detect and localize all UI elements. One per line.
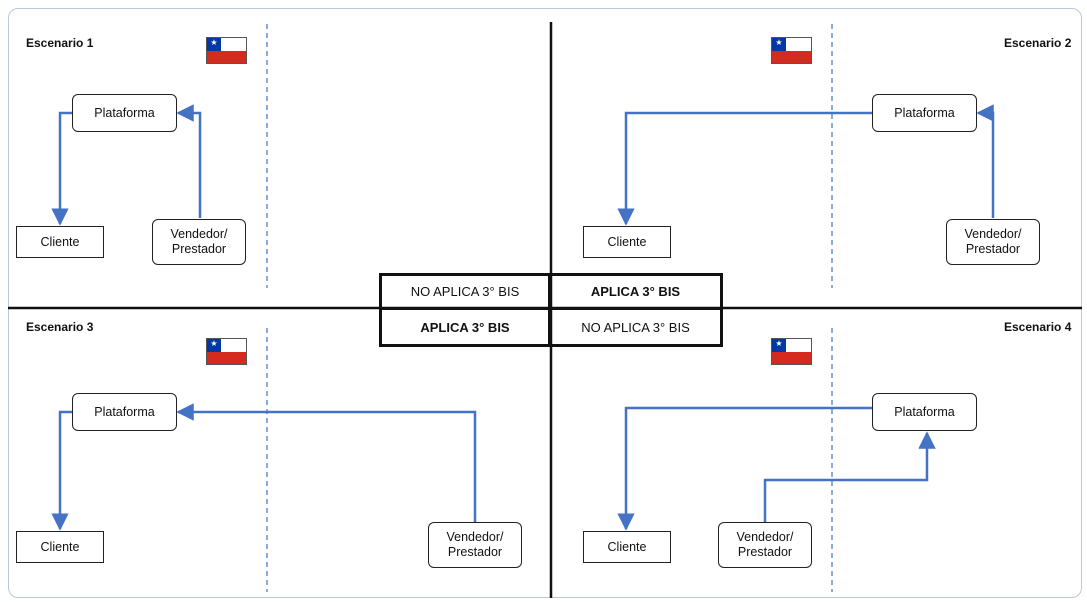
diagram-frame xyxy=(8,8,1082,598)
cell-top-left: NO APLICA 3° BIS xyxy=(382,276,551,310)
scenario-1-title: Escenario 1 xyxy=(26,36,94,50)
arrow-plataforma-to-cliente-1 xyxy=(51,111,72,226)
cell-bottom-left: APLICA 3° BIS xyxy=(382,310,551,344)
cliente-box-2: Cliente xyxy=(583,226,671,258)
plataforma-box-1: Plataforma xyxy=(72,94,177,132)
vendedor-box-1: Vendedor/ Prestador xyxy=(152,219,246,265)
arrow-plataforma-to-cliente-4 xyxy=(617,406,872,531)
arrow-vendedor-to-plataforma-4 xyxy=(763,431,936,523)
chile-flag-icon: ★ xyxy=(771,37,812,64)
arrow-vendedor-to-plataforma-3 xyxy=(176,403,477,523)
chile-flag-icon: ★ xyxy=(771,338,812,365)
arrow-plataforma-to-cliente-2 xyxy=(617,111,872,226)
scenario-3-title: Escenario 3 xyxy=(26,320,94,334)
plataforma-box-2: Plataforma xyxy=(872,94,977,132)
scenario-2-title: Escenario 2 xyxy=(1004,36,1072,50)
plataforma-box-4: Plataforma xyxy=(872,393,977,431)
applicability-table: NO APLICA 3° BIS APLICA 3° BIS APLICA 3°… xyxy=(379,273,723,347)
cliente-box-4: Cliente xyxy=(583,531,671,563)
arrow-plataforma-to-cliente-3 xyxy=(51,410,72,531)
cliente-box-3: Cliente xyxy=(16,531,104,563)
vendedor-box-2: Vendedor/ Prestador xyxy=(946,219,1040,265)
arrow-vendedor-to-plataforma-2 xyxy=(976,104,995,218)
scenario-4-title: Escenario 4 xyxy=(1004,320,1072,334)
chile-flag-icon: ★ xyxy=(206,37,247,64)
vendedor-box-3: Vendedor/ Prestador xyxy=(428,522,522,568)
cell-top-right: APLICA 3° BIS xyxy=(551,276,720,310)
arrow-vendedor-to-plataforma-1 xyxy=(176,104,202,218)
vendedor-box-4: Vendedor/ Prestador xyxy=(718,522,812,568)
cliente-box-1: Cliente xyxy=(16,226,104,258)
plataforma-box-3: Plataforma xyxy=(72,393,177,431)
chile-flag-icon: ★ xyxy=(206,338,247,365)
cell-bottom-right: NO APLICA 3° BIS xyxy=(581,319,690,335)
